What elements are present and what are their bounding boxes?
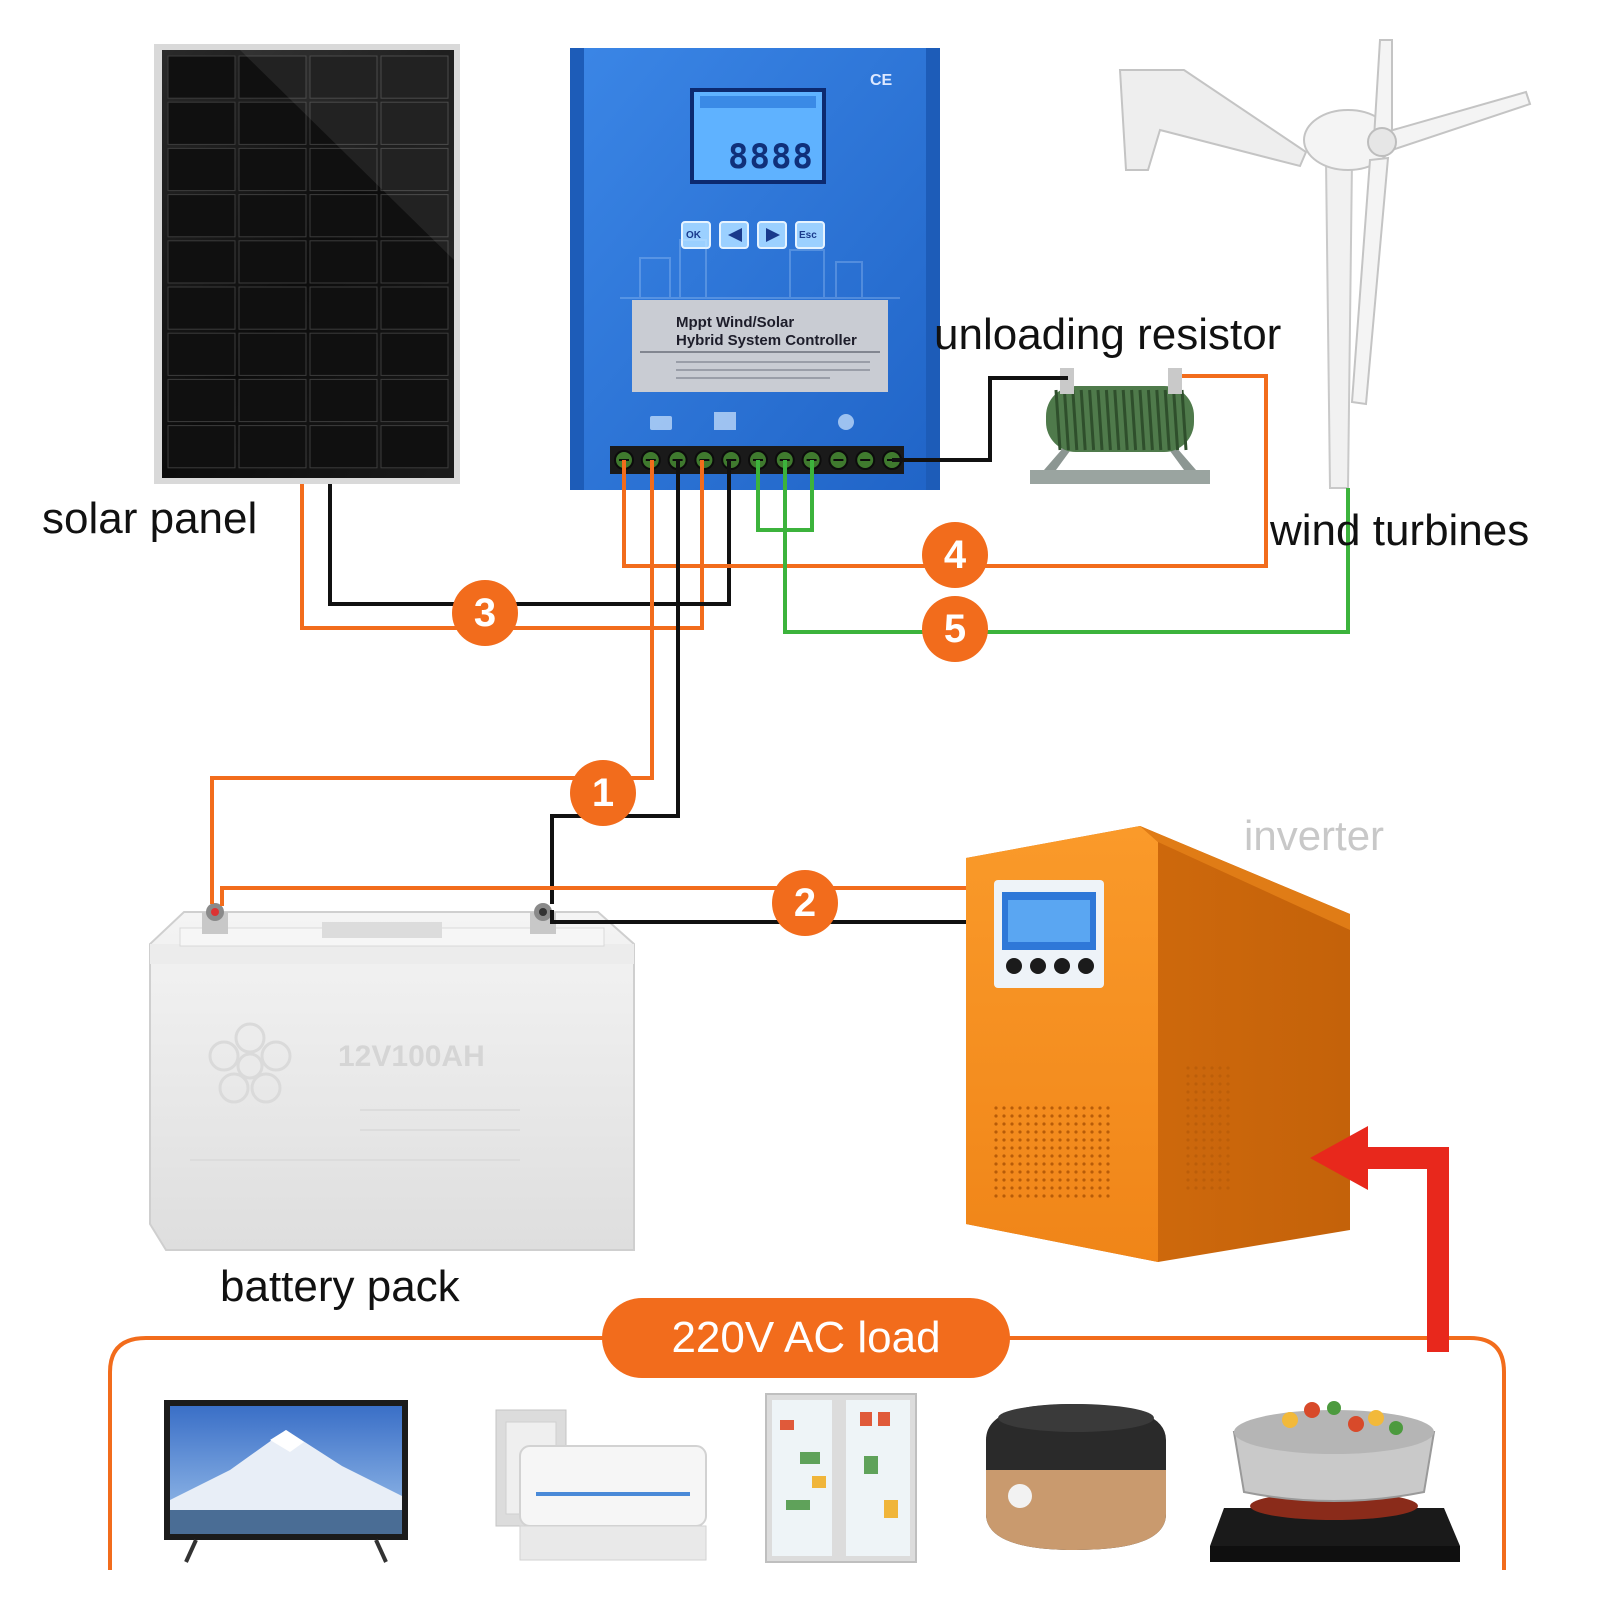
solar-cell	[238, 194, 307, 238]
unloading-resistor-label: unloading resistor	[934, 310, 1282, 359]
television-icon	[164, 1400, 408, 1563]
controller-lcd-readout: 8888	[728, 137, 814, 177]
solar-cell	[167, 147, 236, 192]
solar-cell	[380, 101, 449, 145]
induction-cooker-icon	[1210, 1401, 1460, 1562]
solar-panel-icon	[154, 44, 460, 484]
ac-output-arrow-icon	[1310, 1126, 1449, 1352]
connection-badge-2: 2	[772, 870, 838, 936]
battery-rating: 12V100AH	[338, 1040, 485, 1073]
solar-cell	[380, 55, 449, 99]
solar-cell	[309, 194, 378, 238]
connection-badge-3: 3	[452, 580, 518, 646]
wire-resistor-negative	[892, 376, 1068, 462]
solar-cell	[238, 332, 307, 376]
unloading-resistor-icon	[1030, 368, 1210, 484]
battery-logo-icon	[208, 1022, 292, 1104]
wind-turbines-label: wind turbines	[1270, 506, 1530, 555]
solar-cell	[309, 240, 378, 284]
wire-inverter-positive	[220, 886, 966, 906]
solar-cell	[309, 378, 378, 423]
controller-title-line1: Mppt Wind/Solar	[676, 314, 795, 331]
terminal-strip	[614, 450, 902, 470]
solar-cell	[167, 332, 236, 376]
solar-cell	[380, 332, 449, 376]
ce-mark: CE	[870, 72, 893, 89]
solar-cell	[238, 147, 307, 192]
solar-cell	[380, 240, 449, 284]
solar-cell	[167, 194, 236, 238]
solar-cell	[238, 286, 307, 330]
air-conditioner-icon	[495, 1409, 707, 1561]
solar-cell	[380, 147, 449, 192]
battery-pack-icon	[149, 903, 635, 1251]
solar-panel-label: solar panel	[42, 494, 258, 543]
controller-ok-button-label: OK	[686, 230, 701, 241]
solar-cell	[167, 240, 236, 284]
inverter-label: inverter	[1244, 812, 1385, 859]
wire-inverter-negative	[550, 910, 966, 924]
solar-cell	[238, 378, 307, 423]
rice-cooker-icon	[986, 1404, 1166, 1550]
hybrid-controller-icon	[570, 48, 940, 490]
solar-cell	[309, 55, 378, 99]
solar-cell	[309, 332, 378, 376]
inverter-icon	[966, 826, 1350, 1262]
solar-cell	[167, 101, 236, 145]
solar-cell	[238, 240, 307, 284]
wind-turbine-icon	[1118, 39, 1532, 489]
solar-cell-grid	[167, 55, 449, 469]
connection-badge-1: 1	[570, 760, 636, 826]
battery-pack-label: battery pack	[220, 1262, 460, 1311]
solar-cell	[167, 425, 236, 469]
solar-cell	[167, 286, 236, 330]
controller-esc-button-label: Esc	[799, 230, 817, 241]
wire-solar-negative	[328, 460, 731, 606]
solar-cell	[309, 101, 378, 145]
solar-cell	[380, 194, 449, 238]
solar-cell	[309, 425, 378, 469]
wire-wind-ac	[783, 460, 1350, 634]
wire-battery-positive	[210, 460, 654, 904]
solar-cell	[309, 286, 378, 330]
connection-badge-5: 5	[922, 596, 988, 662]
refrigerator-icon	[765, 1393, 917, 1563]
ac-load-label: 220V AC load	[602, 1298, 1010, 1378]
solar-cell	[309, 147, 378, 192]
controller-buttons	[681, 221, 825, 249]
solar-cell	[238, 101, 307, 145]
wire-resistor-positive	[622, 374, 1268, 568]
controller-title-line2: Hybrid System Controller	[676, 332, 857, 349]
solar-cell	[380, 286, 449, 330]
wire-battery-negative	[550, 460, 680, 904]
solar-cell	[238, 55, 307, 99]
solar-cell	[380, 425, 449, 469]
solar-cell	[167, 378, 236, 423]
battery-negative-terminal	[530, 903, 556, 934]
solar-cell	[380, 378, 449, 423]
battery-positive-terminal	[202, 903, 228, 934]
solar-cell	[167, 55, 236, 99]
solar-cell	[238, 425, 307, 469]
connection-badge-4: 4	[922, 522, 988, 588]
